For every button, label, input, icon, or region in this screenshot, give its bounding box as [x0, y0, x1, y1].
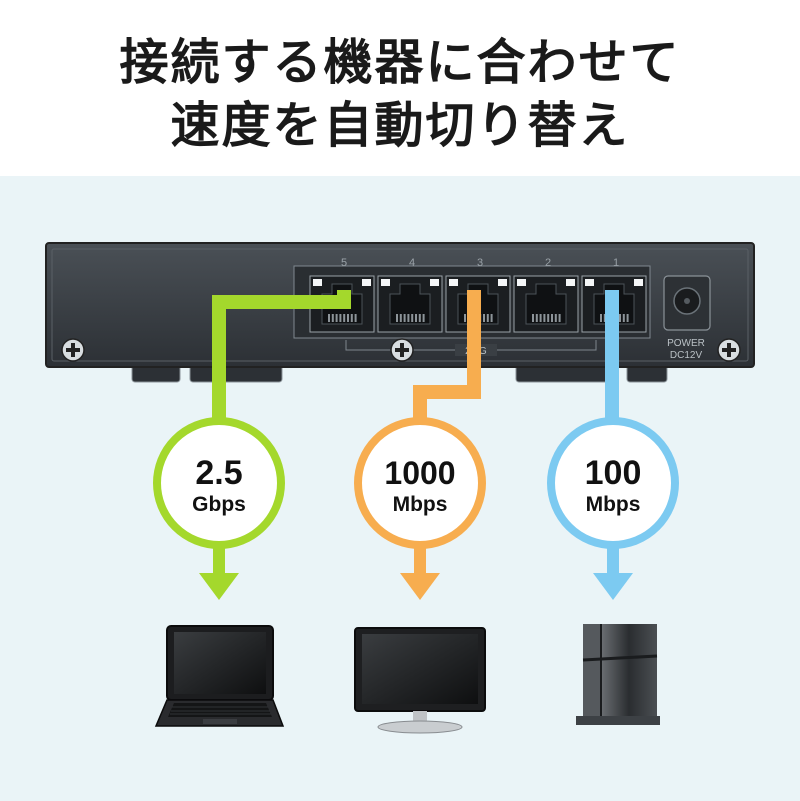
header: 接続する機器に合わせて 速度を自動切り替え	[0, 0, 800, 176]
power-label: POWER	[667, 338, 705, 349]
ethernet-port-2: 2	[513, 257, 579, 333]
port-number: 4	[409, 257, 415, 269]
speed-unit: Gbps	[192, 493, 246, 516]
title-line-1: 接続する機器に合わせて	[119, 34, 681, 91]
speed-value: 2.5	[195, 454, 242, 492]
arrow-down-icon	[593, 545, 633, 600]
ethernet-port-4: 4	[377, 257, 443, 333]
cable-green	[212, 290, 351, 440]
speed-unit: Mbps	[586, 493, 641, 516]
title-line-2: 速度を自動切り替え	[170, 97, 630, 154]
port-number: 1	[613, 257, 619, 269]
port-number: 5	[341, 257, 347, 269]
screw-icon	[390, 338, 414, 362]
arrow-down-icon	[400, 545, 440, 600]
monitor-icon	[354, 627, 486, 734]
port-number: 3	[477, 257, 483, 269]
game-console-icon	[576, 624, 660, 725]
speed-bubble-3: 100 Mbps	[547, 417, 679, 549]
arrow-down-icon	[199, 545, 239, 600]
speed-bubble-2: 1000 Mbps	[354, 417, 486, 549]
speed-bubble-1: 2.5 Gbps	[153, 417, 285, 549]
cable-orange	[413, 290, 481, 440]
speed-unit: Mbps	[393, 493, 448, 516]
screw-icon	[61, 338, 85, 362]
screw-icon	[717, 338, 741, 362]
port-number: 2	[545, 257, 551, 269]
dc-label: DC12V	[670, 350, 703, 361]
speed-value: 1000	[384, 455, 455, 491]
power-jack-icon	[663, 275, 711, 331]
speed-value: 100	[585, 454, 642, 492]
laptop-icon	[154, 625, 285, 727]
